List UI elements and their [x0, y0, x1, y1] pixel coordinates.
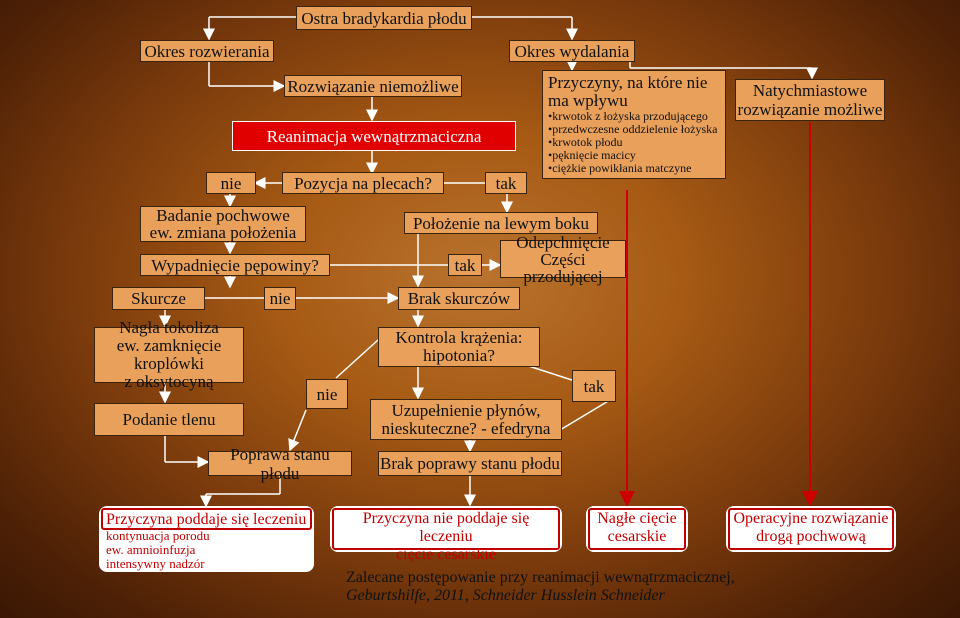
vaginal-exam-line-2: ew. zmiana położenia	[149, 223, 297, 242]
fluids-box: Uzupełnienie płynów, nieskuteczne? - efe…	[370, 399, 562, 440]
left-lateral-box: Położenie na lewym boku	[404, 212, 598, 234]
fluids-line-1: Uzupełnienie płynów,	[391, 400, 541, 420]
immediate-delivery-box: Natychmiastowe rozwiązanie możliwe	[735, 79, 885, 121]
cord-prolapse-text: Wypadnięcie pępowiny?	[151, 255, 319, 275]
yes-label-circulation: tak	[572, 370, 616, 402]
resuscitation-text: Reanimacja wewnątrzmaciczna	[266, 126, 482, 146]
expulsion-stage-text: Okres wydalania	[514, 41, 630, 61]
treatable-item: kontynuacja porodu	[106, 528, 210, 543]
no-improvement-box: Brak poprawy stanu płodu	[378, 451, 562, 476]
yes-label-supine: tak	[485, 172, 527, 194]
supine-position-text: Pozycja na plecach?	[294, 173, 432, 193]
causes-box: Przyczyny, na które nie ma wpływu •krwot…	[542, 70, 726, 179]
tocolysis-line-2: ew. zamknięcie kroplówki	[116, 336, 222, 373]
impossible-delivery-box: Rozwiązanie niemożliwe	[284, 75, 462, 97]
dilation-stage-box: Okres rozwierania	[140, 40, 274, 62]
oxygen-text: Podanie tlenu	[122, 410, 216, 429]
impossible-delivery-text: Rozwiązanie niemożliwe	[287, 76, 459, 96]
vaginal-exam-line-1: Badanie pochwowe	[156, 206, 290, 225]
tocolysis-box: Nagła tokoliza ew. zamknięcie kroplówki …	[94, 319, 244, 391]
emergency-cesarean-box: Nagłe cięcie cesarskie	[586, 506, 688, 552]
operative-vaginal-box: Operacyjne rozwiązanie drogą pochwową	[726, 506, 896, 552]
contractions-text: Skurcze	[131, 289, 186, 308]
emergency-cesarean-line-2: cesarskie	[607, 528, 667, 545]
no-contractions-box: Brak skurczów	[398, 287, 520, 310]
title-text: Ostra bradykardia płodu	[301, 8, 467, 28]
expulsion-stage-box: Okres wydalania	[509, 40, 635, 62]
untreatable-line-1: Przyczyna nie poddaje się leczeniu	[362, 510, 530, 545]
source-line-2: Geburtshilfe, 2011, Schneider Husslein S…	[346, 587, 665, 604]
treatable-item: intensywny nadzór	[106, 556, 205, 571]
cord-prolapse-box: Wypadnięcie pępowiny?	[140, 254, 330, 276]
circulation-check-box: Kontrola krążenia: hipotonia?	[378, 327, 540, 367]
left-lateral-text: Położenie na lewym boku	[412, 213, 590, 233]
cause-item: •przedwczesne oddzielenie łożyska	[548, 122, 718, 136]
no-label-contractions: nie	[264, 287, 296, 310]
cause-item: •krwotok płodu	[548, 135, 623, 149]
oxygen-box: Podanie tlenu	[94, 403, 244, 436]
no-label-circulation: nie	[306, 379, 348, 409]
push-line-1: Odepchnięcie	[516, 232, 610, 252]
improvement-box: Poprawa stanu płodu	[208, 445, 352, 483]
push-line-2: Części przodującej	[523, 249, 603, 286]
dilation-stage-text: Okres rozwierania	[144, 41, 270, 61]
vaginal-exam-box: Badanie pochwowe ew. zmiana położenia	[140, 206, 306, 242]
treatable-title: Przyczyna poddaje się leczeniu	[106, 511, 307, 528]
fluids-line-2: nieskuteczne? - efedryna	[381, 418, 551, 438]
source-caption: Zalecane postępowanie przy reanimacji we…	[346, 569, 735, 605]
no-contractions-text: Brak skurczów	[407, 289, 511, 308]
source-line-1: Zalecane postępowanie przy reanimacji we…	[346, 569, 735, 586]
treatable-item: ew. amnioinfuzja	[106, 542, 196, 557]
push-presenting-part-box: Odepchnięcie Części przodującej	[500, 234, 626, 285]
circulation-line-1: Kontrola krążenia:	[395, 328, 523, 347]
improvement-text: Poprawa stanu płodu	[230, 444, 330, 483]
contractions-box: Skurcze	[112, 287, 205, 310]
no-label-supine: nie	[206, 172, 256, 194]
tocolysis-line-3: z oksytocyną	[124, 372, 214, 391]
resuscitation-box: Reanimacja wewnątrzmaciczna	[232, 121, 516, 151]
causes-title-2: ma wpływu	[548, 91, 628, 110]
emergency-cesarean-line-1: Nagłe cięcie	[597, 510, 677, 527]
untreatable-line-2: cięcie cesarskie	[396, 546, 496, 563]
supine-position-box: Pozycja na plecach?	[282, 172, 444, 194]
treatable-cause-box: Przyczyna poddaje się leczeniu kontynuac…	[99, 506, 314, 572]
cause-item: •ciężkie powikłania matczyne	[548, 161, 692, 175]
immediate-delivery-line-1: Natychmiastowe	[752, 81, 868, 100]
no-improvement-text: Brak poprawy stanu płodu	[380, 454, 560, 473]
tocolysis-line-1: Nagła tokoliza	[119, 318, 219, 337]
causes-title-1: Przyczyny, na które nie	[548, 73, 708, 92]
untreatable-cause-box: Przyczyna nie poddaje się leczeniu cięci…	[330, 506, 562, 563]
yes-label-prolapse: tak	[448, 254, 482, 276]
operative-vaginal-line-1: Operacyjne rozwiązanie	[733, 510, 889, 527]
title-box: Ostra bradykardia płodu	[296, 6, 472, 30]
immediate-delivery-line-2: rozwiązanie możliwe	[737, 100, 883, 119]
cause-item: •krwotok z łożyska przodującego	[548, 109, 708, 123]
cause-item: •pęknięcie macicy	[548, 148, 636, 162]
circulation-line-2: hipotonia?	[423, 346, 495, 365]
operative-vaginal-line-2: drogą pochwową	[756, 528, 866, 545]
